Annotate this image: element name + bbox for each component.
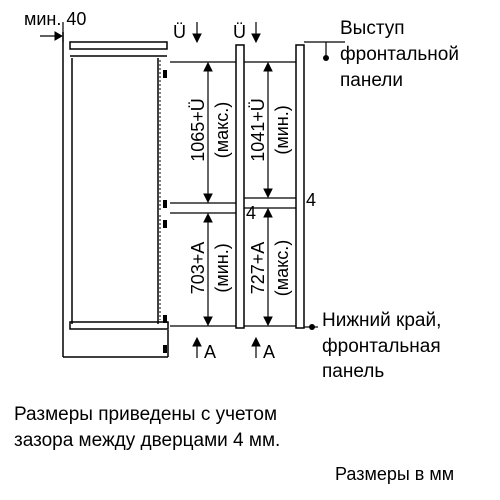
dim-lower-min: 703+A (мин.) xyxy=(188,242,232,295)
a-mark-label-1: A xyxy=(204,342,216,362)
appliance-body xyxy=(69,58,169,330)
door-panel-1 xyxy=(235,44,245,329)
callout-overhang-line1: Выступ xyxy=(340,18,405,39)
gap-label-1: 4 xyxy=(246,203,256,223)
a-mark-arrows xyxy=(192,336,261,358)
note-line-2: зазора между дверцами 4 мм. xyxy=(14,430,280,451)
gap-label-2: 4 xyxy=(306,190,316,210)
dim-upper-max: 1065+Ü (макс.) xyxy=(188,98,232,162)
callout-dots xyxy=(309,42,329,330)
door-panel-2 xyxy=(295,44,305,329)
callout-bottom-line1: Нижний край, xyxy=(322,310,441,331)
u-mark-label-1: Ü xyxy=(173,22,186,42)
hinge-nubs xyxy=(163,70,167,353)
callout-bottom-line2: фронтальная xyxy=(322,336,441,357)
dim-lower-max-qualifier: (макс.) xyxy=(272,240,292,296)
units-note: Размеры в мм xyxy=(335,464,454,484)
top-clearance-label: мин. 40 xyxy=(24,9,86,29)
callout-overhang-line2: фронтальной xyxy=(340,44,459,65)
top-clearance-arrow xyxy=(40,22,64,42)
callout-overhang-line3: панели xyxy=(340,70,403,91)
note-line-1: Размеры приведены с учетом xyxy=(14,404,277,425)
u-mark-label-2: Ü xyxy=(233,22,246,42)
dim-lower-max: 727+A (макс.) xyxy=(248,240,292,296)
niche-outline xyxy=(62,32,169,358)
dimension-arrows xyxy=(203,61,273,327)
dim-upper-min-value: 1041+Ü xyxy=(248,98,268,162)
dim-upper-max-qualifier: (макс.) xyxy=(212,102,232,158)
dim-lower-min-value: 703+A xyxy=(188,242,208,295)
dim-upper-min: 1041+Ü (мин.) xyxy=(248,98,292,162)
u-mark-arrows xyxy=(192,22,261,44)
callout-bottom-line3: панель xyxy=(322,361,384,382)
dim-lower-max-value: 727+A xyxy=(248,242,268,295)
a-mark-label-2: A xyxy=(263,342,275,362)
top-plate xyxy=(69,41,168,57)
dim-lower-min-qualifier: (мин.) xyxy=(212,243,232,292)
dim-upper-min-qualifier: (мин.) xyxy=(272,105,292,154)
reference-lines xyxy=(170,41,345,328)
dim-upper-max-value: 1065+Ü xyxy=(188,98,208,162)
